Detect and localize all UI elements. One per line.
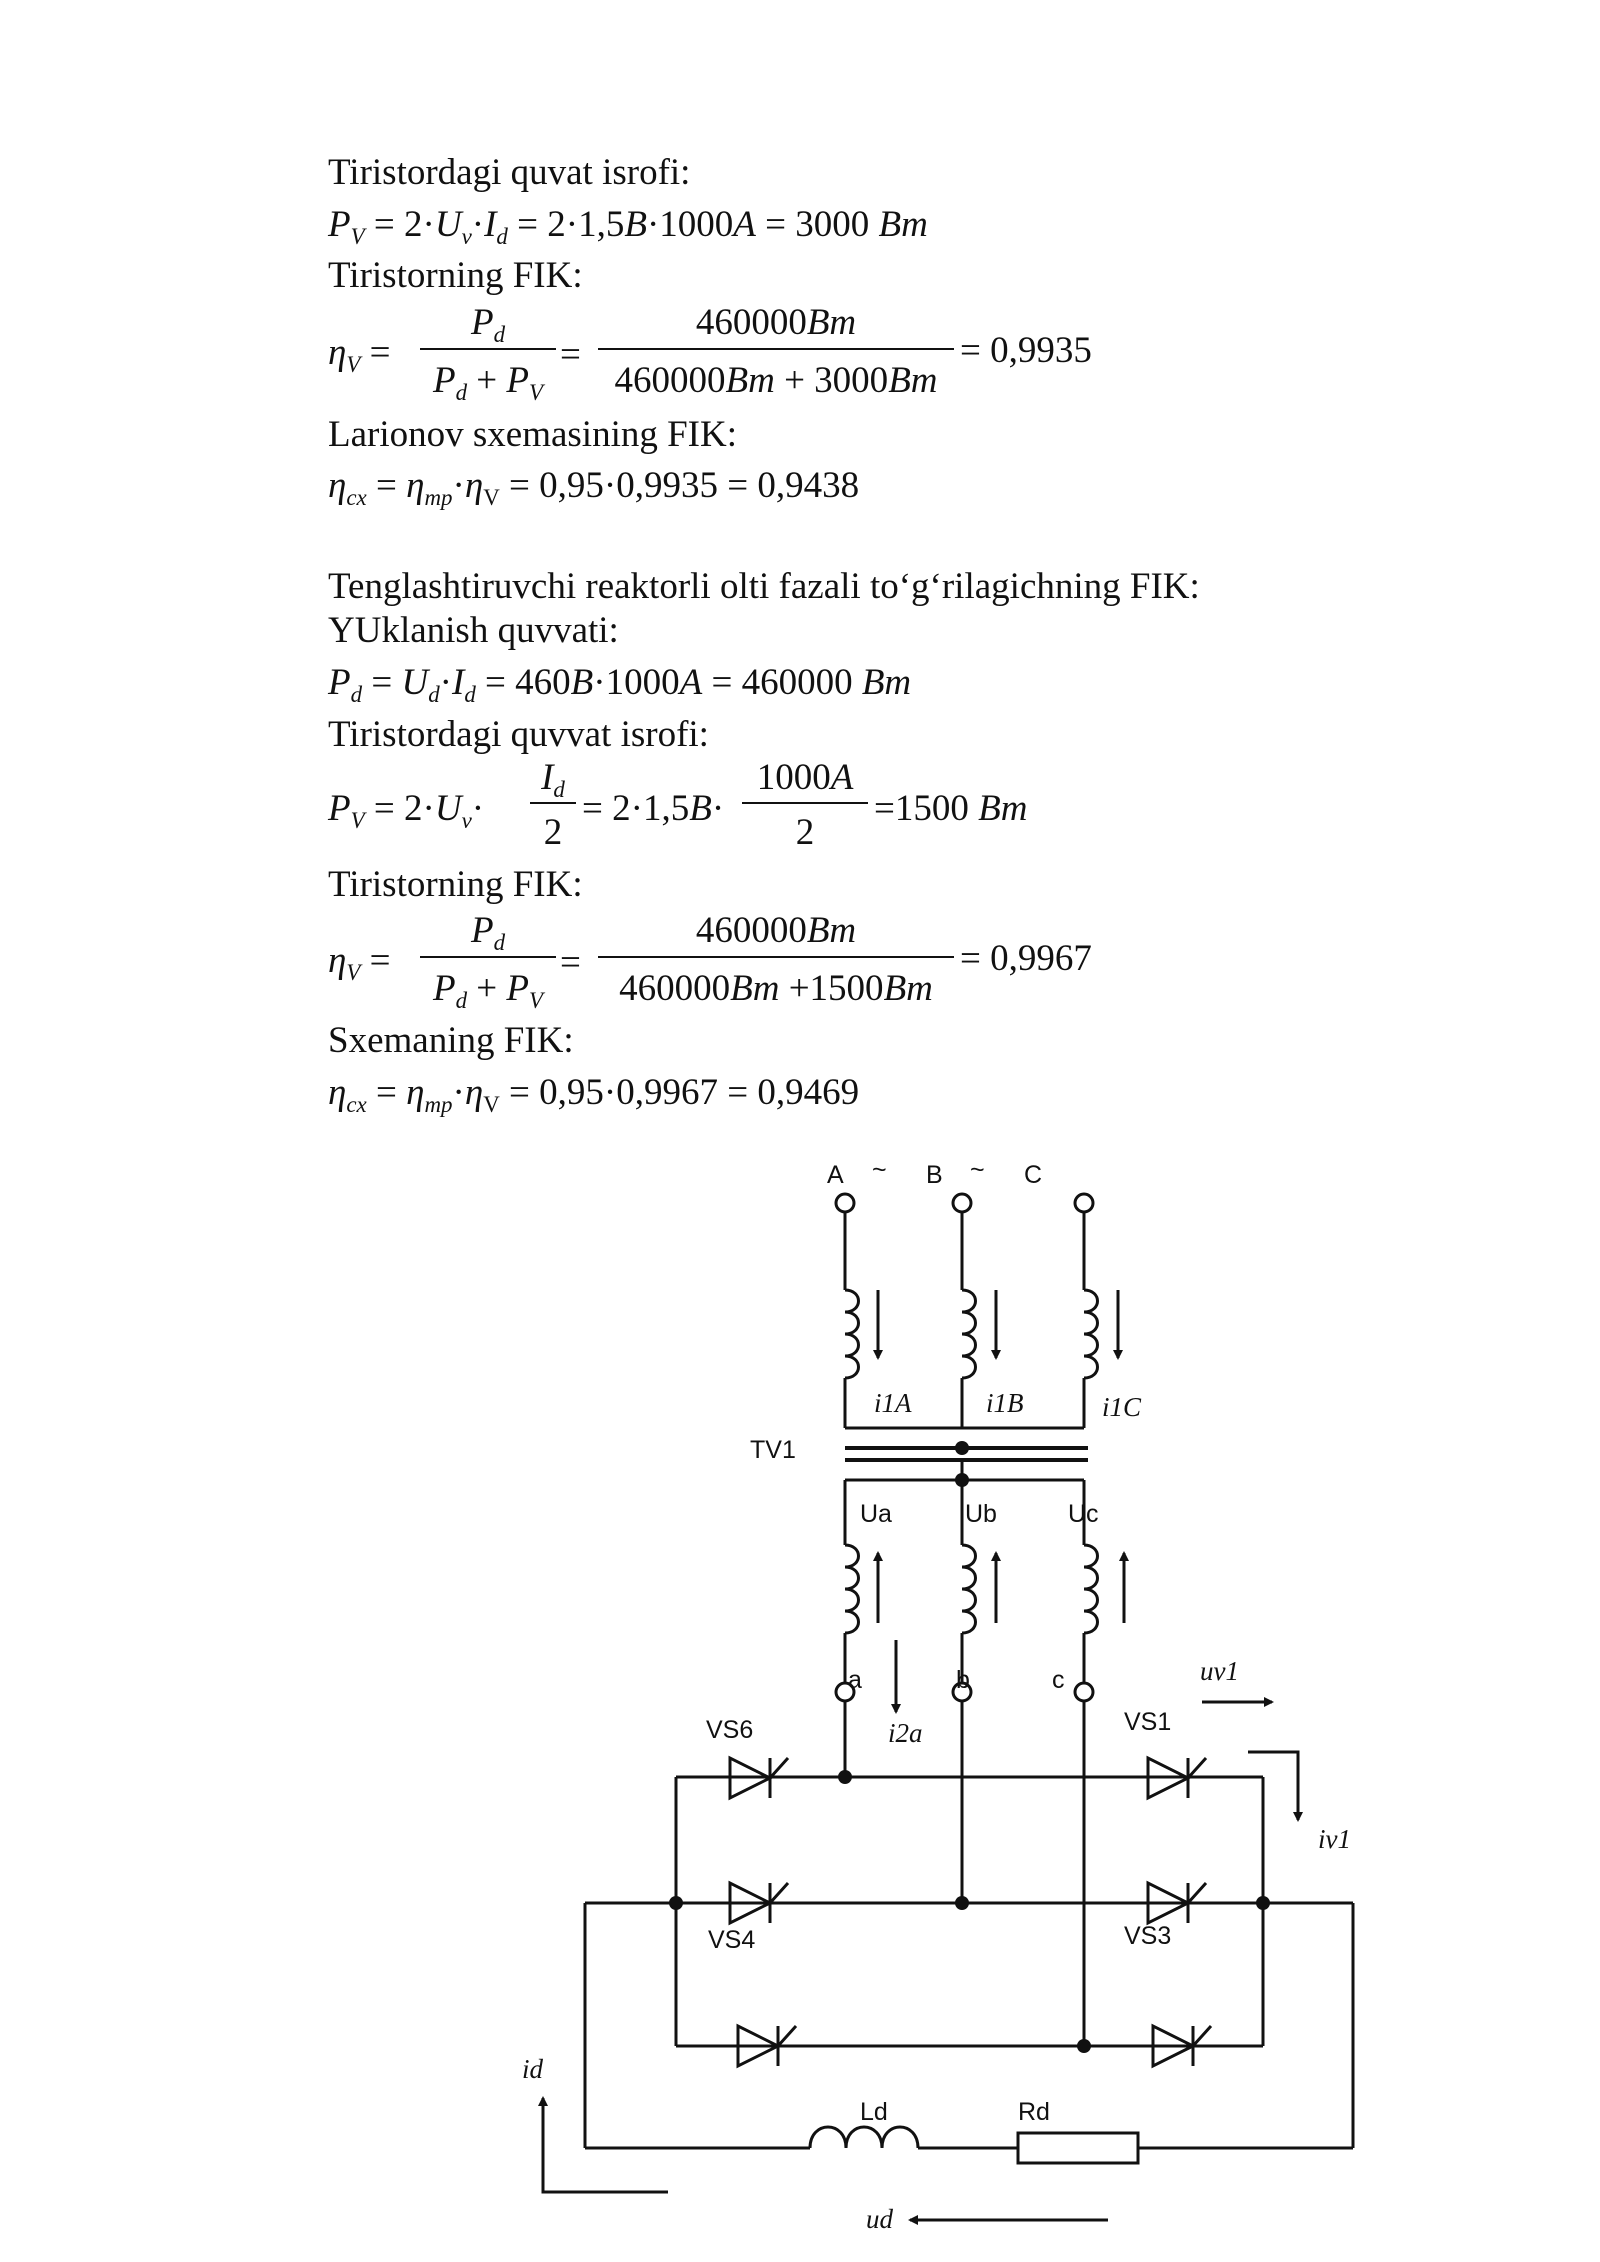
label-id: id [522, 2054, 544, 2084]
primary-coil-a [844, 1288, 860, 1380]
label-rd: Rd [1018, 2098, 1050, 2126]
scheme-equation-1: ηcx = ηmp·ηV = 0,95·0,9935 = 0,9438 [328, 465, 860, 511]
loss-lhs-2: PV = 2·Uv· [328, 788, 485, 834]
junction-dot [1256, 1896, 1270, 1910]
secondary-coil-a [844, 1543, 860, 1635]
label-uc: Uc [1068, 1500, 1099, 1528]
label-node-a: a [848, 1666, 862, 1694]
efficiency-result-1: = 0,9935 [960, 330, 1092, 371]
efficiency-lhs-2: ηV = [328, 940, 391, 986]
terminal-c-secondary [1073, 1681, 1095, 1703]
secondary-coil-b [961, 1543, 977, 1635]
efficiency-heading-1: Tiristorning FIK: [328, 255, 583, 296]
terminal-b-top [951, 1192, 973, 1214]
label-node-c: c [1052, 1666, 1065, 1694]
loss-frac2-num: 1000A [756, 757, 854, 798]
efficiency-den2-2: 460000Bm +1500Bm [619, 968, 933, 1009]
fraction-bar [598, 348, 954, 350]
terminal-a-top [834, 1192, 856, 1214]
efficiency-den2-1: 460000Bm + 3000Bm [614, 360, 938, 401]
label-ua: Ua [860, 1500, 892, 1528]
label-iv1: iv1 [1318, 1824, 1351, 1854]
label-vs1: VS1 [1124, 1708, 1171, 1736]
efficiency-equals-2: = [560, 942, 581, 983]
loss-heading-2: Tiristordagi quvvat isrofi: [328, 714, 709, 755]
efficiency-result-2: = 0,9967 [960, 938, 1092, 979]
junction-dot [955, 1896, 969, 1910]
loss-frac-den: 2 [543, 812, 563, 853]
efficiency-num2-2: 460000Bm [695, 910, 857, 951]
efficiency-num2-1: 460000Bm [695, 302, 857, 343]
label-uv1: uv1 [1200, 1656, 1239, 1686]
resistor-rd [1016, 2131, 1140, 2165]
loss-mid-2: = 2·1,5B· [582, 788, 725, 829]
label-i1c: i1C [1102, 1392, 1142, 1422]
load-equation: Pd = Ud·Id = 460B·1000A = 460000 Bm [328, 662, 912, 708]
label-phase-c: C [1024, 1161, 1042, 1189]
label-vs4: VS4 [708, 1926, 755, 1954]
label-i1a: i1A [874, 1388, 912, 1418]
thyristor-vs3 [1146, 1880, 1208, 1926]
label-phase-b: B [926, 1161, 943, 1189]
label-ub: Ub [965, 1500, 997, 1528]
label-phase-a: A [827, 1161, 844, 1189]
thyristor-vs4 [728, 1880, 790, 1926]
primary-coil-b [961, 1288, 977, 1380]
label-ld: Ld [860, 2098, 888, 2126]
label-vs6: VS6 [706, 1716, 753, 1744]
efficiency-heading-2: Tiristorning FIK: [328, 864, 583, 905]
efficiency-denominator-2: Pd + PV [432, 968, 544, 1014]
thyristor-vs1 [1146, 1755, 1208, 1801]
efficiency-denominator-1: Pd + PV [432, 360, 544, 406]
terminal-c-top [1073, 1192, 1095, 1214]
efficiency-numerator-1: Pd [470, 302, 506, 348]
efficiency-numerator-2: Pd [470, 910, 506, 956]
loss-heading-1: Tiristordagi quvat isrofi: [328, 152, 691, 193]
secondary-coil-c [1083, 1543, 1099, 1635]
junction-dot [955, 1473, 969, 1487]
primary-coil-c [1083, 1288, 1099, 1380]
label-i1b: i1B [986, 1388, 1024, 1418]
junction-dot [955, 1441, 969, 1455]
junction-dot [1077, 2039, 1091, 2053]
label-tilde-2: ~ [970, 1156, 985, 1184]
fraction-bar [420, 956, 556, 958]
label-vs3: VS3 [1124, 1922, 1171, 1950]
label-ud: ud [866, 2204, 894, 2234]
junction-dot [838, 1770, 852, 1784]
loss-result-2: =1500 Bm [874, 788, 1028, 829]
fraction-bar [530, 802, 576, 804]
loss-frac2-den: 2 [795, 812, 815, 853]
arrow-id [538, 2096, 668, 2194]
arrow-iv1 [1248, 1750, 1303, 1822]
efficiency-lhs-1: ηV = [328, 332, 391, 378]
fraction-bar [742, 802, 868, 804]
fraction-bar [420, 348, 556, 350]
section2-title: Tenglashtiruvchi reaktorli olti fazali t… [328, 566, 1200, 607]
thyristor-lower-left [736, 2023, 798, 2069]
label-node-b: b [956, 1666, 970, 1694]
efficiency-equals-1: = [560, 334, 581, 375]
loss-equation-1: PV = 2·Uv·Id = 2·1,5B·1000A = 3000 Bm [328, 204, 928, 250]
junction-dot [669, 1896, 683, 1910]
label-transformer: TV1 [750, 1436, 796, 1464]
thyristor-lower-right [1151, 2023, 1213, 2069]
inductor-ld [808, 2125, 920, 2149]
load-heading: YUklanish quvvati: [328, 610, 619, 651]
scheme-heading-2: Sxemaning FIK: [328, 1020, 574, 1061]
label-tilde-1: ~ [872, 1156, 887, 1184]
fraction-bar [598, 956, 954, 958]
loss-frac-num: Id [541, 757, 565, 803]
scheme-heading-1: Larionov sxemasining FIK: [328, 414, 738, 455]
scheme-equation-2: ηcx = ηmp·ηV = 0,95·0,9967 = 0,9469 [328, 1072, 860, 1118]
label-i2a: i2a [888, 1718, 923, 1748]
thyristor-vs6 [728, 1755, 790, 1801]
